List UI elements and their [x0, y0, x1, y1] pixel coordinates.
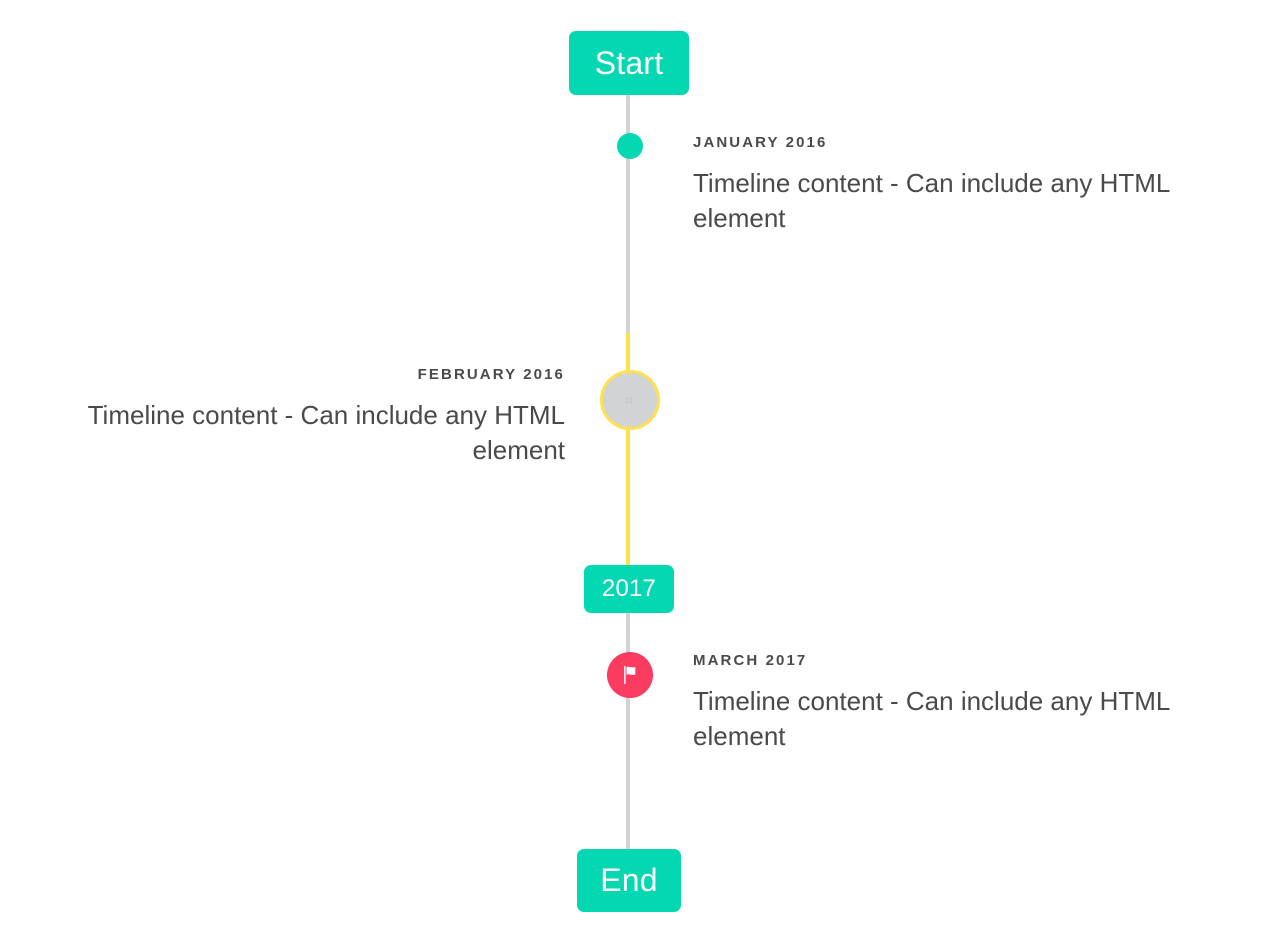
- timeline-start-badge[interactable]: Start: [569, 31, 689, 95]
- timeline-year-badge[interactable]: 2017: [584, 565, 674, 613]
- timeline-rail-segment-gray-top: [626, 88, 630, 336]
- timeline-rail-segment-gray-bottom: [626, 668, 630, 858]
- timeline-entry-label-march: MARCH 2017: [693, 652, 808, 669]
- timeline-entry-body-january: Timeline content - Can include any HTML …: [693, 168, 1170, 233]
- timeline-entry-january: JANUARY 2016 Timeline content - Can incl…: [693, 134, 1233, 236]
- timeline-rail-segment-yellow: [626, 333, 630, 568]
- timeline-rail-segment-gray-middle: [626, 610, 630, 682]
- timeline-entry-march: MARCH 2017 Timeline content - Can includ…: [693, 652, 1233, 754]
- timeline-end-badge[interactable]: End: [577, 849, 681, 912]
- timeline-entry-label-february: FEBRUARY 2016: [417, 366, 565, 383]
- timeline-entry-february: FEBRUARY 2016 Timeline content - Can inc…: [25, 366, 565, 468]
- timeline-entry-body-march: Timeline content - Can include any HTML …: [693, 686, 1170, 751]
- timeline-marker-february-placeholder-glyph-icon[interactable]: ⠶: [600, 370, 660, 430]
- timeline-year-badge-label: 2017: [601, 575, 657, 602]
- timeline-end-badge-label: End: [600, 862, 658, 898]
- placeholder-glyph-icon: ⠶: [624, 392, 636, 408]
- timeline-entry-label-january: JANUARY 2016: [693, 134, 828, 151]
- timeline-marker-march-flag-icon[interactable]: [607, 652, 653, 698]
- flag-icon: [624, 666, 636, 684]
- timeline-entry-body-february: Timeline content - Can include any HTML …: [87, 400, 565, 465]
- timeline-start-badge-label: Start: [594, 44, 664, 81]
- timeline-marker-january-dot-icon[interactable]: [617, 133, 643, 159]
